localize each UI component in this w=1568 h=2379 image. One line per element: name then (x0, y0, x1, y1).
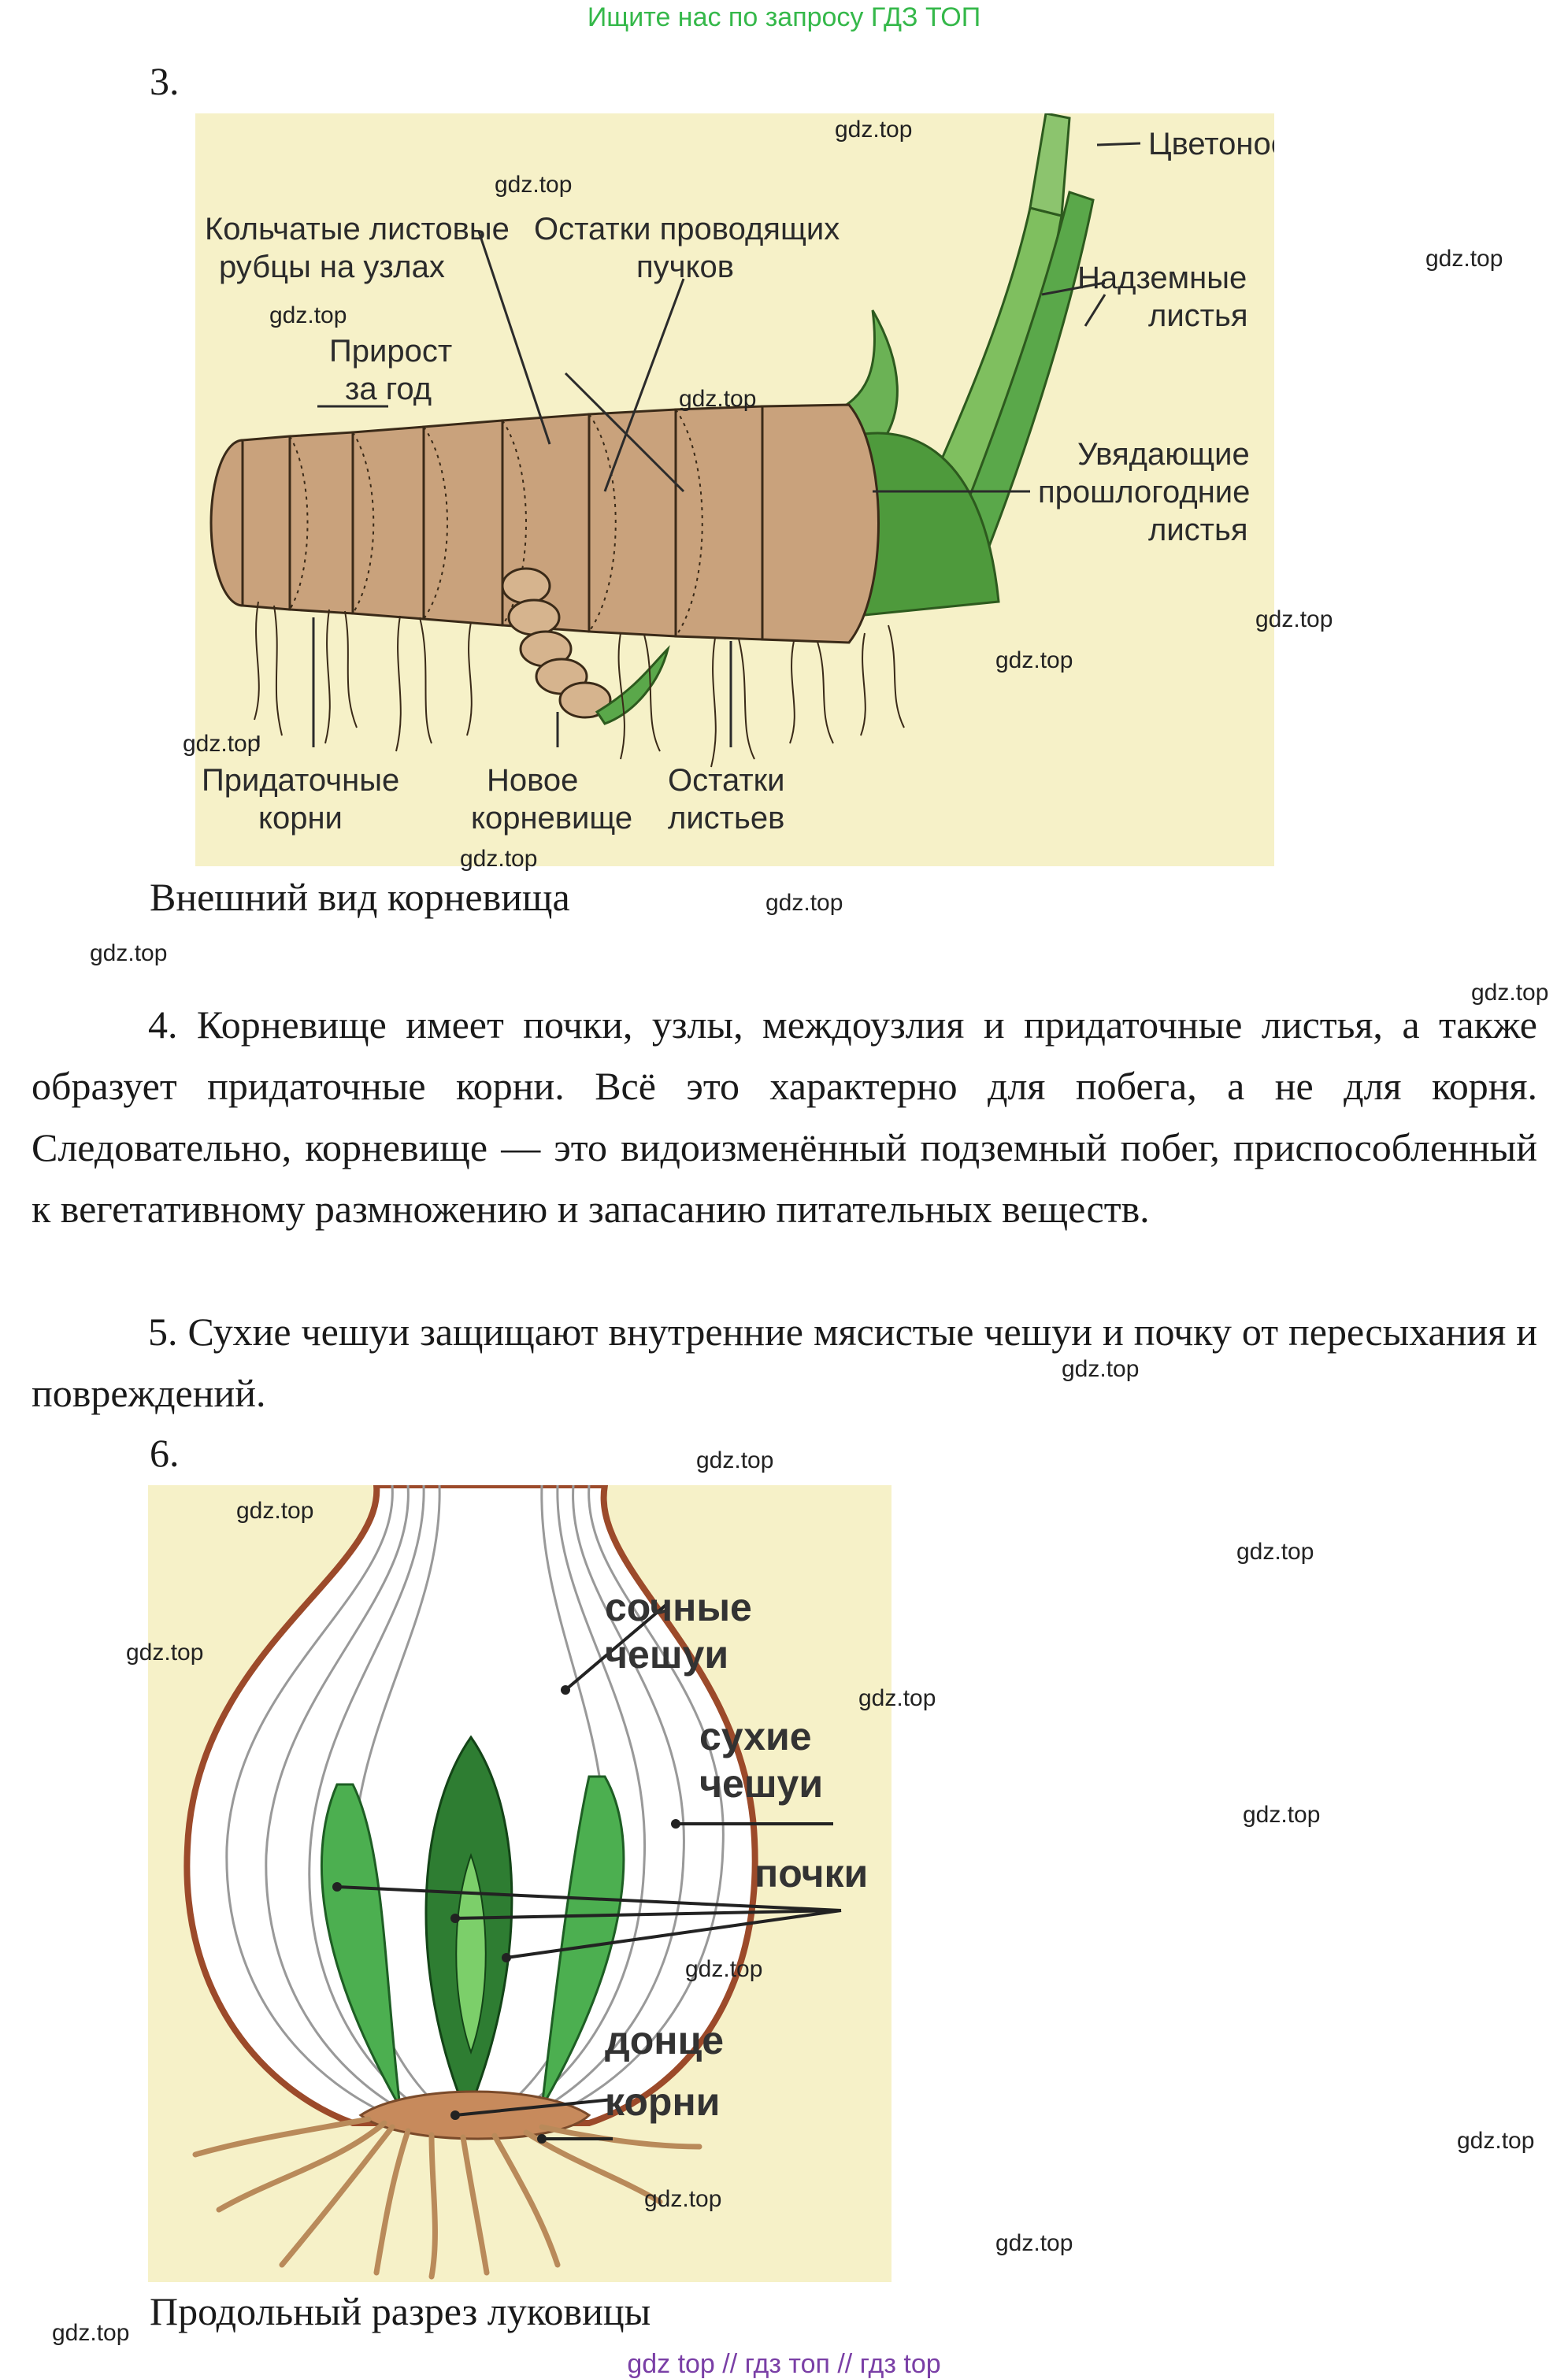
bulb-caption: Продольный разрез луковицы (150, 2289, 651, 2333)
watermark: gdz.top (1471, 980, 1549, 1006)
label-bundles-1: Остатки проводящих (534, 212, 840, 246)
watermark: gdz.top (1457, 2128, 1535, 2154)
rhizome-caption: Внешний вид корневища (150, 875, 570, 919)
label-aerial-2: листья (1148, 298, 1248, 333)
label-roots-1: Придаточные (202, 763, 399, 798)
label-dry-2: чешуи (699, 1762, 823, 1806)
label-withered-1: Увядающие (1077, 437, 1250, 472)
watermark: gdz.top (835, 117, 913, 143)
watermark: gdz.top (1425, 246, 1503, 272)
label-withered-3: листья (1148, 513, 1248, 547)
label-leafrem-2: листьев (668, 801, 784, 836)
watermark: gdz.top (1255, 606, 1333, 632)
label-buds: почки (754, 1851, 868, 1895)
rhizome-figure: Кольчатые листовые рубцы на узлах Остатк… (195, 113, 1274, 866)
label-peduncle: Цветонос (1148, 127, 1274, 161)
watermark: gdz.top (236, 1498, 314, 1524)
watermark: gdz.top (126, 1640, 204, 1666)
label-rings-2: рубцы на узлах (219, 250, 445, 284)
watermark: gdz.top (765, 890, 843, 916)
label-juicy-2: чешуи (605, 1632, 728, 1677)
watermark: gdz.top (183, 731, 261, 757)
paragraph-5: 5. Сухие чешуи защищают внутренние мясис… (32, 1310, 1537, 1415)
label-roots-2: корни (258, 801, 343, 836)
label-dry-1: сухие (699, 1714, 812, 1758)
label-bundles-2: пучков (636, 250, 734, 284)
watermark: gdz.top (90, 940, 168, 966)
header-banner: Ищите нас по запросу ГДЗ ТОП (587, 2, 981, 32)
watermark: gdz.top (644, 2186, 722, 2212)
label-aerial-1: Надземные (1077, 261, 1247, 295)
bulb-figure: сочные чешуи сухие чешуи почки донце кор… (148, 1485, 891, 2282)
label-new-2: корневище (471, 801, 632, 836)
label-leafrem-1: Остатки (668, 763, 785, 798)
label-roots: корни (605, 2080, 720, 2124)
footer-banner: gdz top // гдз топ // гдз top (627, 2349, 941, 2379)
label-rings-1: Кольчатые листовые (205, 212, 510, 246)
watermark: gdz.top (1243, 1802, 1321, 1828)
watermark: gdz.top (460, 846, 538, 872)
label-growth-1: Прирост (329, 334, 452, 369)
watermark: gdz.top (1062, 1356, 1140, 1382)
watermark: gdz.top (495, 172, 573, 198)
watermark: gdz.top (995, 2230, 1073, 2256)
watermark: gdz.top (995, 647, 1073, 673)
watermark: gdz.top (858, 1685, 936, 1711)
watermark: gdz.top (685, 1956, 763, 1982)
item-6-number: 6. (150, 1431, 180, 1475)
item-3-number: 3. (150, 59, 180, 103)
label-base: донце (605, 2018, 724, 2062)
label-growth-2: за год (345, 372, 432, 406)
watermark: gdz.top (1236, 1539, 1314, 1565)
watermark: gdz.top (52, 2320, 130, 2346)
label-juicy-1: сочные (605, 1585, 752, 1629)
watermark: gdz.top (269, 302, 347, 328)
label-withered-2: прошлогодние (1038, 475, 1250, 510)
label-new-1: Новое (487, 763, 578, 798)
watermark: gdz.top (679, 386, 757, 412)
watermark: gdz.top (696, 1447, 774, 1473)
paragraph-4: 4. Корневище имеет почки, узлы, междоузл… (32, 1002, 1537, 1231)
